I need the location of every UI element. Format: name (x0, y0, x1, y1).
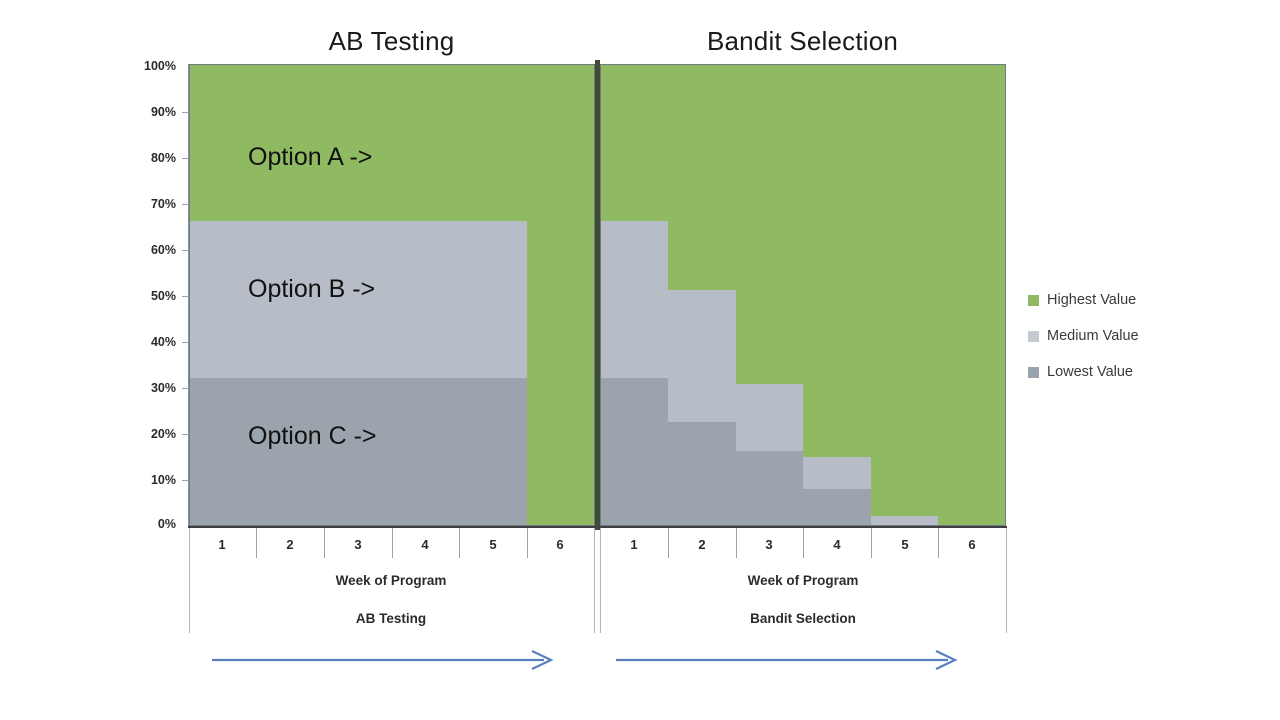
area-lowest-ab (190, 378, 528, 525)
category-boundary (1006, 528, 1007, 633)
y-axis-spine (188, 64, 189, 526)
x-axis-subtitle-ab: AB Testing (355, 611, 427, 626)
x-tick-label-week: 4 (833, 537, 841, 552)
x-tick (938, 528, 939, 558)
legend-label: Highest Value (1047, 292, 1137, 308)
legend-item-highest: Highest Value (1028, 292, 1139, 308)
x-tick-label-week: 2 (286, 537, 294, 552)
area-lowest-bandit (735, 451, 804, 525)
area-lowest-bandit (601, 378, 669, 525)
area-medium-bandit (668, 290, 736, 422)
y-tick-mark (182, 342, 188, 343)
x-tick (803, 528, 804, 558)
y-tick-label: 10% (150, 473, 176, 487)
legend-item-lowest: Lowest Value (1028, 364, 1139, 380)
legend-swatch-lowest-icon (1028, 366, 1039, 378)
x-tick-label-week: 3 (354, 537, 362, 552)
area-medium-bandit (803, 457, 871, 489)
area-medium-bandit (601, 220, 669, 379)
area-medium-bandit (870, 516, 939, 525)
y-tick-label: 0% (157, 517, 176, 531)
y-tick-label: 20% (150, 427, 176, 441)
legend-swatch-medium-icon (1028, 330, 1039, 342)
area-medium-bandit (735, 384, 804, 452)
y-tick-label: 60% (150, 243, 176, 257)
progress-arrow-ab-icon (212, 650, 554, 670)
y-tick-mark (182, 388, 188, 389)
x-axis-title-ab: Week of Program (335, 573, 447, 588)
area-medium-ab (190, 220, 528, 379)
x-tick-label-week: 5 (489, 537, 497, 552)
category-boundary (189, 528, 190, 633)
y-tick-mark (182, 480, 188, 481)
x-axis-line-bandit (599, 526, 1007, 528)
panel-divider (595, 60, 600, 530)
y-axis: 100% 90% 80% 70% 60% 50% 40% 30% 20% 10%… (118, 0, 176, 720)
y-tick-label: 50% (150, 289, 176, 303)
y-tick-mark (182, 250, 188, 251)
legend-label: Lowest Value (1047, 364, 1133, 380)
category-boundary (594, 528, 595, 633)
y-tick-mark (182, 296, 188, 297)
x-tick (459, 528, 460, 558)
x-tick (736, 528, 737, 558)
y-tick-label: 80% (150, 151, 176, 165)
y-tick-label: 100% (144, 59, 176, 73)
progress-arrow-bandit-icon (616, 650, 958, 670)
x-tick-label-week: 5 (901, 537, 909, 552)
x-tick (256, 528, 257, 558)
x-axis-line-ab (188, 526, 596, 528)
plot-area-bandit-selection (600, 64, 1006, 526)
category-boundary (600, 528, 601, 633)
annotation-option-a: Option A -> (248, 143, 373, 171)
annotation-option-c: Option C -> (248, 422, 377, 450)
area-lowest-bandit (668, 421, 736, 525)
y-tick-label: 30% (150, 381, 176, 395)
x-tick-label-week: 3 (765, 537, 773, 552)
x-tick (392, 528, 393, 558)
y-tick-mark (182, 112, 188, 113)
panel-title-ab-testing: AB Testing (328, 26, 455, 56)
y-tick-mark (182, 158, 188, 159)
legend-label: Medium Value (1047, 328, 1139, 344)
y-tick-label: 70% (150, 197, 176, 211)
x-tick-label-week: 2 (698, 537, 706, 552)
y-tick-mark (182, 434, 188, 435)
x-tick (324, 528, 325, 558)
x-tick (871, 528, 872, 558)
legend-swatch-highest-icon (1028, 294, 1039, 306)
y-tick-label: 90% (150, 105, 176, 119)
x-tick (527, 528, 528, 558)
panel-title-bandit-selection: Bandit Selection (706, 26, 899, 56)
plot-area-ab-testing (189, 64, 595, 526)
x-tick-label-week: 1 (218, 537, 226, 552)
x-tick-label-week: 1 (630, 537, 638, 552)
x-tick-label-week: 6 (968, 537, 976, 552)
x-tick-label-week: 6 (556, 537, 564, 552)
x-axis-subtitle-bandit: Bandit Selection (750, 611, 856, 626)
annotation-option-b: Option B -> (248, 275, 376, 303)
y-tick-mark (182, 204, 188, 205)
legend: Highest Value Medium Value Lowest Value (1028, 292, 1139, 400)
legend-item-medium: Medium Value (1028, 328, 1139, 344)
x-tick-label-week: 4 (421, 537, 429, 552)
y-tick-label: 40% (150, 335, 176, 349)
x-tick (668, 528, 669, 558)
area-lowest-bandit (803, 488, 871, 525)
x-axis-title-bandit: Week of Program (747, 573, 859, 588)
